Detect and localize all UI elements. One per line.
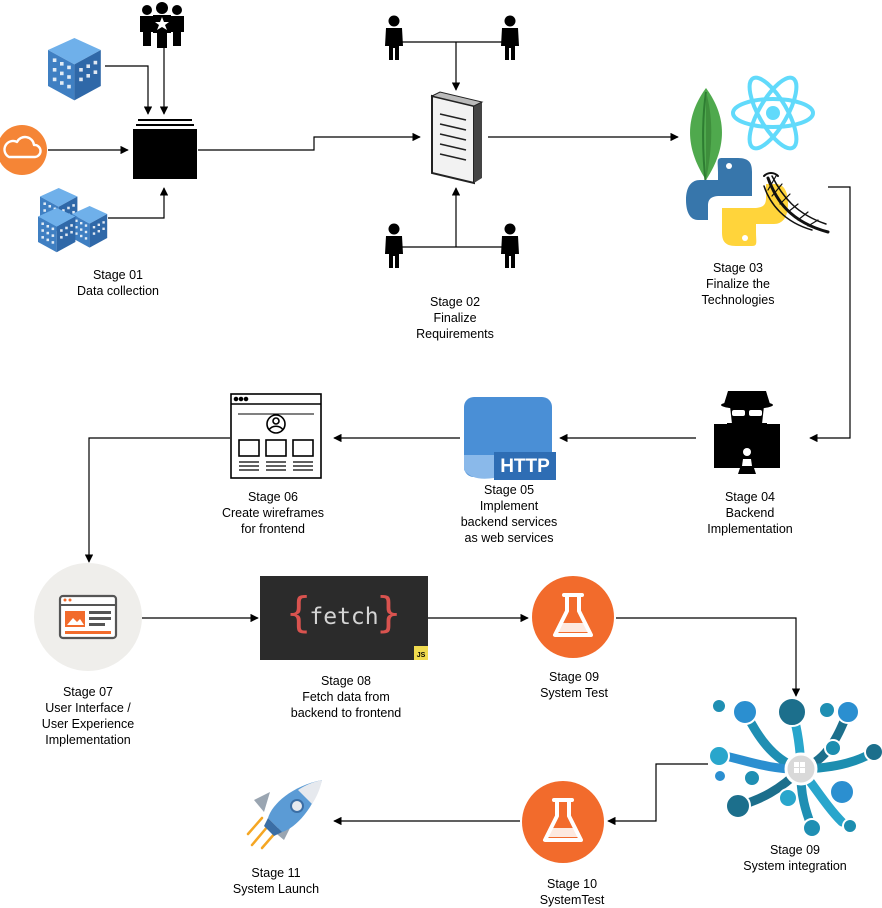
stage-desc-line: Implement: [479, 499, 539, 513]
stage-number: Stage 01: [92, 268, 144, 282]
stage-number: Stage 09: [548, 670, 600, 684]
person-icon: [385, 15, 403, 60]
stage-number: Stage 02: [429, 295, 481, 309]
flask-framework-icon: [763, 172, 830, 234]
stage-desc-line: Backend: [725, 506, 775, 520]
python-logo-icon: [686, 158, 788, 246]
stage-09-test-label: Stage 09 System Test: [540, 669, 608, 701]
stage-desc-line: Implementation: [45, 733, 131, 747]
stage-desc-line: System Test: [540, 686, 608, 700]
react-logo-icon: [731, 75, 815, 151]
js-badge: JS: [417, 652, 426, 659]
stage-01-label: Stage 01 Data collection: [77, 267, 159, 299]
person-icon: [501, 223, 519, 268]
stage-desc-line: User Experience: [41, 717, 135, 731]
team-people-icon: [140, 2, 184, 48]
wireframe-icon: [230, 393, 322, 479]
stage-desc-line: backend services: [460, 515, 558, 529]
stage-04-label: Stage 04 Backend Implementation: [707, 489, 792, 537]
cloud-icon: [0, 125, 47, 175]
buildings-cluster-icon: [38, 188, 108, 253]
mongodb-leaf-icon: [690, 88, 722, 187]
stage-desc-line: SystemTest: [539, 893, 605, 907]
developer-computer-icon: [714, 391, 780, 474]
stage-desc-line: backend to frontend: [290, 706, 402, 720]
stage-number: Stage 09: [769, 843, 821, 857]
system-integration-network-icon: [708, 697, 882, 838]
stage-desc-line: Create wireframes: [221, 506, 325, 520]
rocket-launch-icon: [246, 780, 322, 850]
stage-10-label: Stage 10 SystemTest: [540, 876, 605, 908]
stage-desc-line: Finalize: [433, 311, 477, 325]
stage-02-label: Stage 02 Finalize Requirements: [416, 294, 494, 342]
system-test-flask-icon-2: [520, 779, 606, 865]
stage-desc-line: Technologies: [701, 293, 775, 307]
stage-11-label: Stage 11 System Launch: [233, 865, 319, 897]
stage-number: Stage 11: [251, 866, 301, 880]
stage-number: Stage 10: [546, 877, 598, 891]
stage-number: Stage 07: [62, 685, 114, 699]
fetch-open-brace: {: [286, 588, 311, 637]
stage-number: Stage 08: [320, 674, 372, 688]
stage-desc-line: Data collection: [77, 284, 159, 298]
stage-desc-line: System Launch: [232, 882, 320, 896]
fetch-label: fetch: [309, 604, 378, 630]
stage-number: Stage 03: [712, 261, 764, 275]
stage-number: Stage 04: [724, 490, 776, 504]
stage-desc-line: User Interface /: [45, 701, 131, 715]
connector-arrows: [48, 34, 851, 826]
office-building-icon: [48, 38, 101, 101]
stage-07-label: Stage 07 User Interface / User Experienc…: [42, 684, 134, 748]
person-icon: [501, 15, 519, 60]
stage-05-label: Stage 05 Implement backend services as w…: [461, 482, 558, 546]
stage-desc-line: Finalize the: [706, 277, 770, 291]
stage-06-label: Stage 06 Create wireframes for frontend: [222, 489, 324, 537]
stage-03-label: Stage 03 Finalize the Technologies: [702, 260, 775, 308]
http-web-service-icon: HTTP: [464, 397, 556, 480]
fetch-api-icon: { fetch } JS: [260, 576, 428, 660]
stage-number: Stage 05: [483, 483, 535, 497]
stage-desc-line: Requirements: [416, 327, 494, 341]
ui-browser-window-icon: [34, 563, 142, 671]
stage-desc-line: System integration: [743, 859, 847, 873]
stage-desc-line: for frontend: [241, 522, 305, 536]
http-label: HTTP: [500, 456, 550, 477]
requirements-document-icon: [430, 91, 484, 185]
data-stack-icon: [133, 119, 197, 179]
stage-desc-line: Fetch data from: [302, 690, 390, 704]
stage-desc-line: Implementation: [707, 522, 793, 536]
stage-desc-line: as web services: [464, 531, 554, 545]
fetch-close-brace: }: [376, 588, 401, 637]
person-icon: [385, 223, 403, 268]
stage-08-label: Stage 08 Fetch data from backend to fron…: [291, 673, 402, 721]
system-test-flask-icon: [530, 574, 616, 660]
stage-09-integration-label: Stage 09 System integration: [743, 842, 847, 874]
stage-number: Stage 06: [247, 490, 299, 504]
